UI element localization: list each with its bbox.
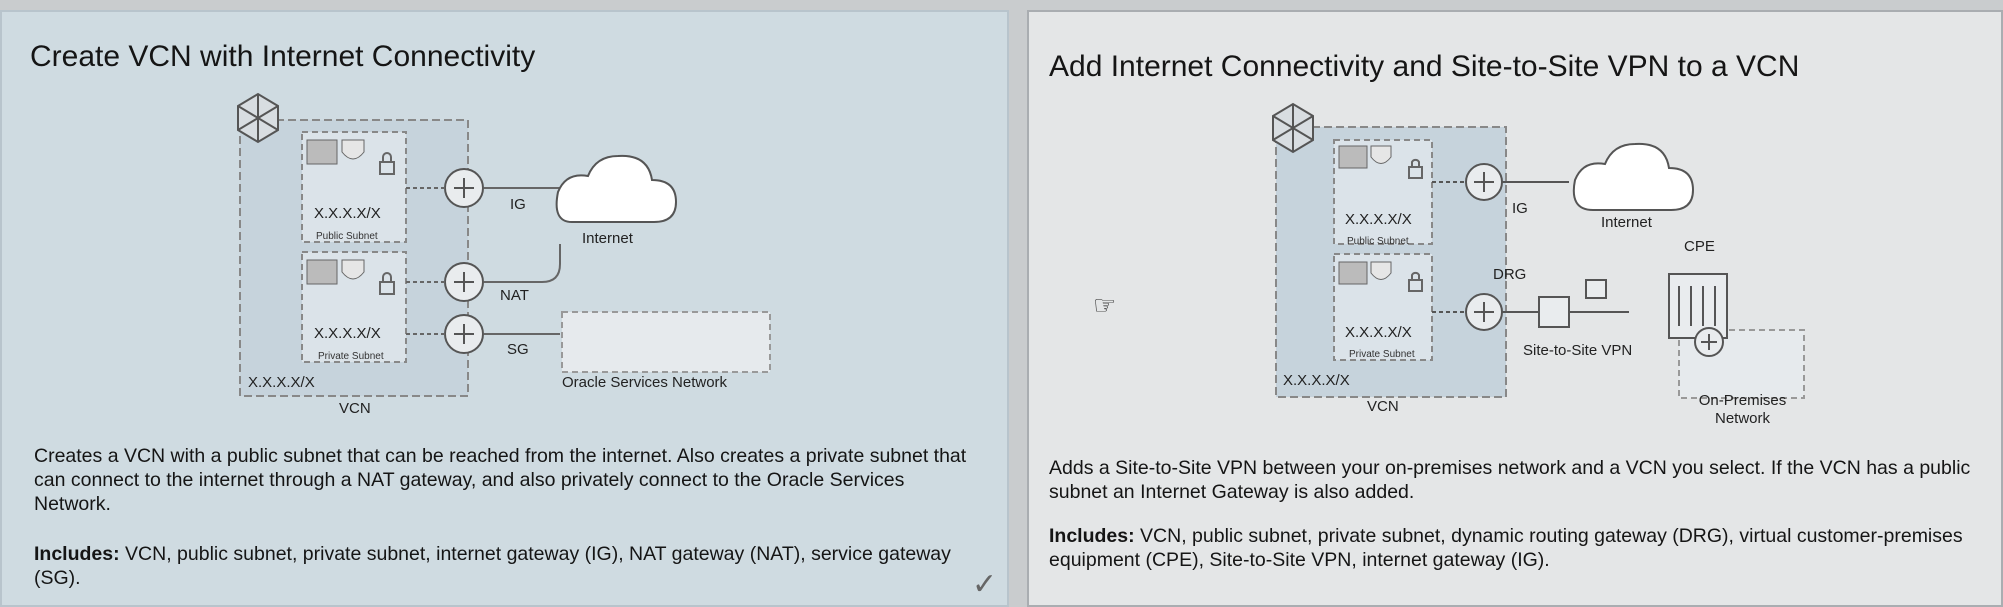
public-subnet-cidr: X.X.X.X/X (314, 205, 381, 222)
vpn-label: Site-to-Site VPN (1523, 342, 1633, 359)
public-subnet-label: Public Subnet (1347, 236, 1409, 247)
vcn-label: VCN (1367, 398, 1399, 415)
vcn-label: VCN (339, 400, 371, 417)
includes-label: Includes: (34, 543, 120, 565)
includes-text: VCN, public subnet, private subnet, inte… (34, 543, 951, 589)
internet-label: Internet (1601, 214, 1652, 231)
sg-label: SG (507, 341, 529, 358)
cpe-label: CPE (1684, 238, 1715, 255)
internet-label: Internet (582, 230, 633, 247)
vpn-tunnel-icon (1538, 296, 1570, 328)
check-icon: ✓ (972, 568, 998, 601)
internet-cloud (555, 154, 678, 223)
hand-pointer-icon: ☞ (1093, 290, 1117, 320)
card-title: Add Internet Connectivity and Site-to-Si… (1049, 50, 1800, 83)
vcn-hexagon-icon (237, 92, 279, 144)
includes-label: Includes: (1049, 525, 1135, 547)
private-subnet-label: Private Subnet (1349, 349, 1415, 360)
private-subnet-label: Private Subnet (318, 351, 384, 362)
internet-cloud (1572, 142, 1695, 211)
private-subnet-cidr: X.X.X.X/X (314, 325, 381, 342)
card-includes: Includes: VCN, public subnet, private su… (1049, 524, 1984, 572)
oracle-services-box (561, 311, 771, 373)
vpn-lock-icon (1585, 279, 1607, 299)
public-subnet-cidr: X.X.X.X/X (1345, 211, 1412, 228)
card-description: Creates a VCN with a public subnet that … (34, 445, 967, 515)
nat-label: NAT (500, 287, 529, 304)
vcn-hexagon-icon (1272, 102, 1314, 154)
private-subnet-cidr: X.X.X.X/X (1345, 324, 1412, 341)
vcn-cidr: X.X.X.X/X (1283, 372, 1350, 389)
drg-label: DRG (1493, 266, 1527, 283)
card-add-vpn[interactable]: Add Internet Connectivity and Site-to-Si… (1027, 10, 2003, 607)
includes-text: VCN, public subnet, private subnet, dyna… (1049, 525, 1963, 571)
vpn-diagram (1272, 102, 1805, 399)
card-title: Create VCN with Internet Connectivity (30, 40, 536, 73)
card-create-vcn-internet[interactable]: Create VCN with Internet Connectivity (0, 10, 1009, 607)
public-subnet-label: Public Subnet (316, 231, 378, 242)
ig-label: IG (1512, 200, 1528, 217)
vcn-cidr: X.X.X.X/X (248, 374, 315, 391)
lock-icon (379, 152, 395, 295)
cpe-building-icon (1668, 273, 1728, 339)
card-description: Adds a Site-to-Site VPN between your on-… (1049, 457, 1971, 503)
shield-icon (341, 139, 365, 280)
on-premises-label: On-Premises Network (1698, 392, 1787, 427)
ig-label: IG (510, 196, 526, 213)
card-includes: Includes: VCN, public subnet, private su… (34, 542, 969, 590)
server-icon (306, 139, 338, 285)
oracle-services-label: Oracle Services Network (562, 374, 728, 391)
vcn-internet-diagram (237, 92, 771, 397)
